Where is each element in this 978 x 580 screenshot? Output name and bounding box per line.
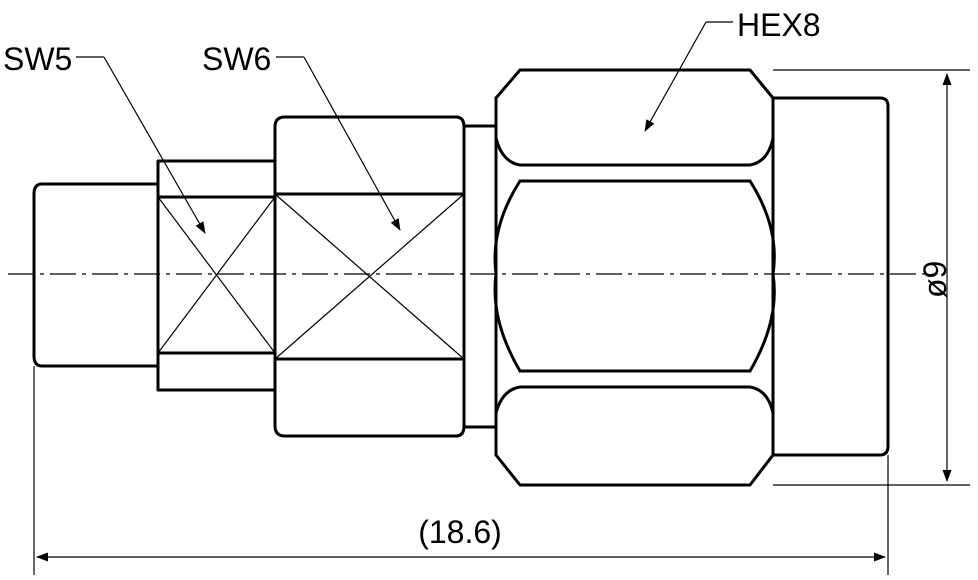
sw5-section xyxy=(156,159,277,392)
pin-body xyxy=(32,182,160,368)
hex8-label: HEX8 xyxy=(737,7,821,43)
length-label: (18.6) xyxy=(418,514,502,550)
diameter-label: ø9 xyxy=(917,261,953,298)
sw5-label: SW5 xyxy=(3,41,72,77)
diameter-dimension xyxy=(773,69,970,486)
length-dimension xyxy=(33,366,889,575)
hex8-leader xyxy=(644,21,733,132)
sw6-label: SW6 xyxy=(202,41,271,77)
hex8-nut xyxy=(493,68,776,487)
neck-section xyxy=(462,124,498,429)
sw6-section xyxy=(273,115,466,438)
rear-body xyxy=(771,96,890,457)
sw6-leader xyxy=(276,56,401,231)
sw5-leader xyxy=(76,56,206,234)
